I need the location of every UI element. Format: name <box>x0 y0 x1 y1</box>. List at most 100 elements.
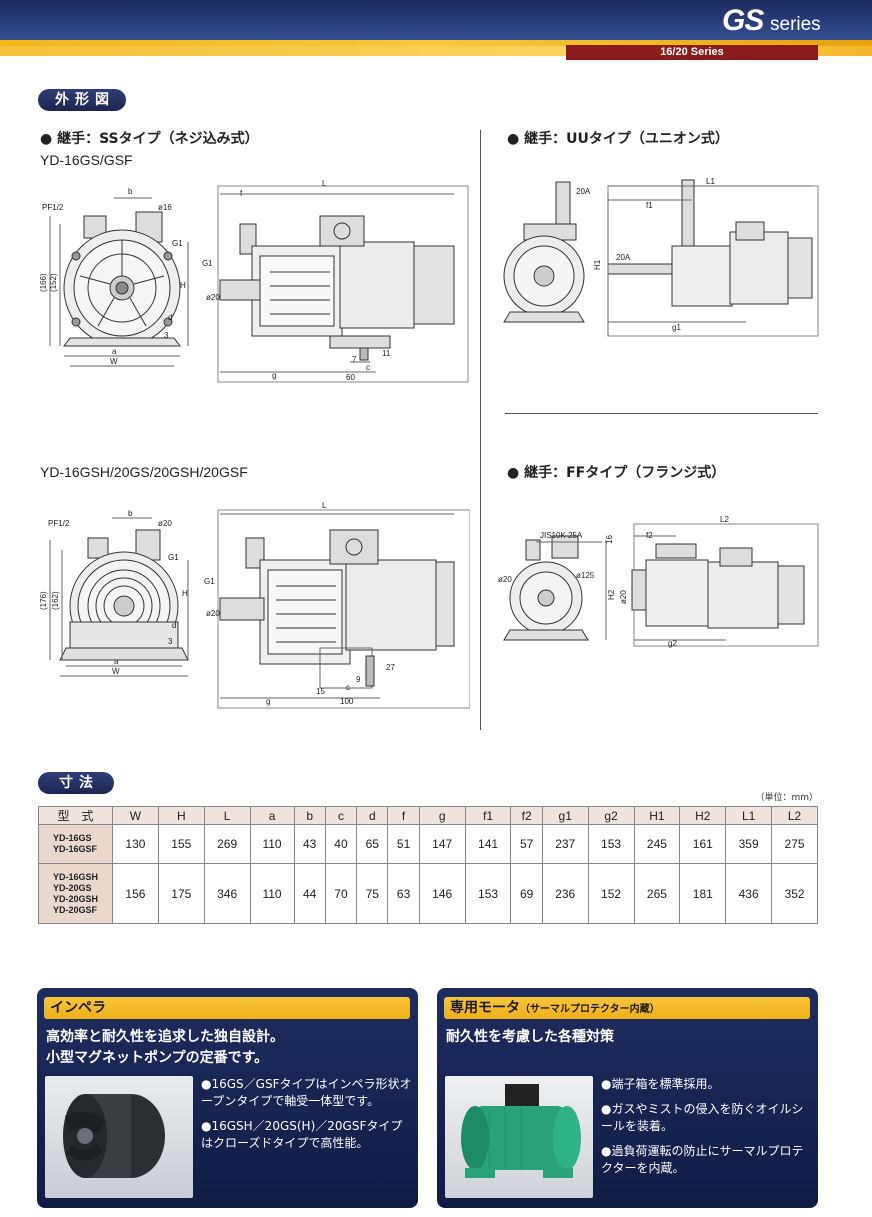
label-g2: g2 <box>668 639 677 648</box>
motor-bullet-3: ●過負荷運転の防止にサーマルプロテクターを内蔵。 <box>601 1144 804 1175</box>
motor-bullet-1: ●端子箱を標準採用。 <box>601 1077 720 1091</box>
label-c: c <box>346 683 350 692</box>
table-cell: 65 <box>356 824 389 864</box>
motor-title: 専用モータ <box>450 1000 520 1016</box>
label-7: 7 <box>352 355 357 364</box>
table-cell: 69 <box>510 863 543 924</box>
drawing-uu: 20A 20A H1 L1 f1 g1 <box>503 177 819 337</box>
table-row: YD-16GSH YD-20GS YD-20GSH YD-20GSF 156 1… <box>38 863 818 924</box>
label-pf: PF1/2 <box>48 519 70 528</box>
drawing-ss-small: PF1/2 b ø16 G1 (166) (152) H d 3 a W L f… <box>40 179 469 383</box>
label-L: L <box>322 179 327 188</box>
col-g1: g1 <box>541 806 589 825</box>
table-cell: 57 <box>510 824 543 864</box>
table-cell: 153 <box>464 863 512 924</box>
model-cell: YD-16GSH YD-20GS YD-20GSH YD-20GSF <box>38 863 113 924</box>
label-f1: f1 <box>646 201 653 210</box>
label-G1-side: G1 <box>204 577 215 586</box>
label-f2: f2 <box>646 531 653 540</box>
label-g1-front: G1 <box>172 239 183 248</box>
table-cell: 40 <box>324 824 358 864</box>
col-g2: g2 <box>587 806 635 825</box>
col-c: c <box>324 806 358 825</box>
drawing-ff: JIS10K 25A 16 ø20 ø125 H2 L2 f2 ø20 g2 <box>498 515 819 648</box>
col-H1: H1 <box>633 806 681 825</box>
logo-main: GS <box>722 4 764 37</box>
model-cell: YD-16GS YD-16GSF <box>38 824 113 864</box>
table-cell: 110 <box>249 824 295 864</box>
label-L2: L2 <box>720 515 729 524</box>
table-cell: 70 <box>324 863 358 924</box>
label-f: f <box>240 189 243 198</box>
model-name: YD-16GSF <box>53 844 98 854</box>
label-L1: L1 <box>706 177 715 186</box>
table-cell: 359 <box>725 824 773 864</box>
ss-model-b: YD-16GSH/20GS/20GSH/20GSF <box>40 464 248 480</box>
label-g: g <box>272 371 276 380</box>
model-name: YD-20GSF <box>53 904 98 915</box>
model-name: YD-16GSH <box>53 871 99 882</box>
col-b: b <box>293 806 326 825</box>
table-cell: 152 <box>587 863 635 924</box>
table-cell: 75 <box>356 863 389 924</box>
label-H: H <box>180 281 186 290</box>
label-27: 27 <box>386 663 395 672</box>
ss-joint-heading: ● 継手：SSタイプ（ネジ込み式） <box>40 131 259 147</box>
table-cell: 146 <box>418 863 466 924</box>
series-logo: GS series <box>722 4 822 40</box>
table-cell: 110 <box>249 863 295 924</box>
impeller-photo <box>45 1076 193 1198</box>
table-cell: 175 <box>157 863 205 924</box>
table-cell: 155 <box>157 824 205 864</box>
label-phi20-top: ø20 <box>158 519 172 528</box>
label-W: W <box>110 357 118 366</box>
table-cell: 43 <box>293 824 326 864</box>
impeller-lead-2: 小型マグネットポンプの定番です。 <box>46 1050 269 1066</box>
motor-feature-box: 専用モータ（サーマルプロテクター内蔵） 耐久性を考慮した各種対策 ●端子箱を標準… <box>437 988 818 1208</box>
col-a: a <box>249 806 295 825</box>
table-cell: 436 <box>725 863 773 924</box>
ss-model-a: YD-16GS/GSF <box>40 152 133 168</box>
table-cell: 236 <box>541 863 589 924</box>
label-c: c <box>366 363 370 372</box>
label-phi20: ø20 <box>206 609 220 618</box>
table-cell: 352 <box>771 863 818 924</box>
label-20a-side: 20A <box>616 253 631 262</box>
table-cell: 153 <box>587 824 635 864</box>
label-h162: (162) <box>51 591 60 610</box>
label-16: 16 <box>605 535 614 544</box>
table-cell: 269 <box>203 824 251 864</box>
table-cell: 237 <box>541 824 589 864</box>
motor-title-bar: 専用モータ（サーマルプロテクター内蔵） <box>444 997 810 1019</box>
motor-bullets: ●端子箱を標準採用。 ●ガスやミストの侵入を防ぐオイルシールを装着。 ●過負荷運… <box>601 1076 811 1185</box>
table-cell: 346 <box>203 863 251 924</box>
label-L: L <box>322 501 327 510</box>
label-9: 9 <box>356 675 361 684</box>
logo-sub: series <box>770 14 821 35</box>
row-divider <box>505 413 818 414</box>
header-gold-stripe <box>0 40 872 46</box>
col-g: g <box>418 806 466 825</box>
table-cell: 130 <box>112 824 159 864</box>
dimensions-table: 型 式 W H L a b c d f g f1 f2 g1 g2 H1 H2 … <box>38 806 818 924</box>
label-phi125: ø125 <box>576 571 595 580</box>
label-15: 15 <box>316 687 325 696</box>
label-11: 11 <box>382 349 391 358</box>
outline-section-title: 外形図 <box>38 89 126 111</box>
table-row: YD-16GS YD-16GSF 130 155 269 110 43 40 6… <box>38 824 818 864</box>
table-cell: 181 <box>679 863 727 924</box>
label-a: a <box>114 657 119 666</box>
table-cell: 245 <box>633 824 681 864</box>
col-d: d <box>356 806 389 825</box>
table-cell: 51 <box>387 824 420 864</box>
motor-bullet-2: ●ガスやミストの侵入を防ぐオイルシールを装着。 <box>601 1102 804 1133</box>
label-h166: (166) <box>40 273 48 292</box>
label-H: H <box>182 589 188 598</box>
label-W: W <box>112 667 120 676</box>
col-L: L <box>203 806 251 825</box>
model-name: YD-20GSH <box>53 893 99 904</box>
dimensions-section-title: 寸法 <box>38 772 114 794</box>
col-f2: f2 <box>510 806 543 825</box>
label-d: d <box>168 313 172 322</box>
impeller-bullets: ●16GS／GSFタイプはインペラ形状オープンタイプで軸受一体型です。 ●16G… <box>201 1076 413 1160</box>
